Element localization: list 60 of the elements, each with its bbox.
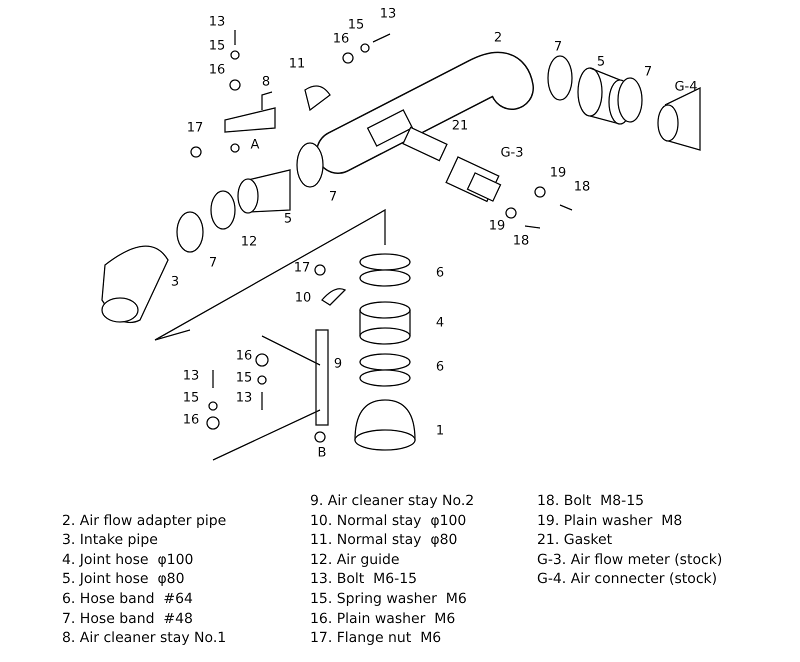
callout-number: 13 <box>182 370 200 382</box>
callout-number: 19 <box>550 166 566 180</box>
callout-number: 5 <box>596 56 606 68</box>
parts-list-item: 11. Normal stay φ80 <box>310 533 458 549</box>
callout-number: 5 <box>284 212 292 226</box>
callout-number: 18 <box>574 180 590 194</box>
parts-list-item: 13. Bolt M6-15 <box>310 572 418 588</box>
callout-number: 7 <box>644 66 652 78</box>
parts-list-item: 6. Hose band #64 <box>62 592 193 608</box>
callout-number: G-3 <box>500 146 524 160</box>
callout-number: G-4 <box>674 80 698 94</box>
parts-list-item: 19. Plain washer M8 <box>537 514 682 529</box>
callout-number: 18 <box>512 234 530 248</box>
callout-number: 11 <box>288 58 306 70</box>
callout-number: 9 <box>334 358 342 370</box>
callout-number: 13 <box>380 8 396 20</box>
callout-number: 21 <box>452 120 468 132</box>
callout-number: 7 <box>208 256 218 270</box>
callout-number: 15 <box>348 18 364 32</box>
parts-list-item: 10. Normal stay φ100 <box>310 514 466 529</box>
callout-number: 17 <box>186 122 204 134</box>
parts-list-item: 8. Air cleaner stay No.1 <box>62 631 226 647</box>
callout-number: B <box>318 446 326 460</box>
parts-list-item: G-4. Air connecter (stock) <box>537 572 718 588</box>
callout-number: 16 <box>182 414 200 426</box>
parts-list-item: 16. Plain washer M6 <box>310 612 456 627</box>
callout-number: 1 <box>436 424 444 438</box>
parts-list-item: 12. Air guide <box>310 552 400 568</box>
parts-list-item: G-3. Air flow meter (stock) <box>537 552 722 568</box>
callout-number: 13 <box>236 392 252 404</box>
parts-list-item: 4. Joint hose φ100 <box>62 552 194 568</box>
parts-list-item: 17. Flange nut M6 <box>310 631 442 647</box>
callout-number: 13 <box>208 16 226 28</box>
callout-number: 16 <box>208 64 226 76</box>
callout-number: 4 <box>436 316 444 330</box>
callout-number: 10 <box>294 292 312 304</box>
callout-number: 8 <box>262 76 270 88</box>
parts-list-item: 7. Hose band #48 <box>62 612 193 627</box>
callout-number: 16 <box>332 32 350 46</box>
callout-number: 15 <box>182 392 200 404</box>
parts-list-item: 18. Bolt M8-15 <box>537 494 644 510</box>
callout-number: 17 <box>294 262 310 274</box>
callout-number: 19 <box>488 220 506 232</box>
parts-list-item: 9. Air cleaner stay No.2 <box>310 494 474 510</box>
parts-list-item: 21. Gasket <box>537 533 612 549</box>
parts-list-item: 15. Spring washer M6 <box>310 592 467 608</box>
parts-list-item: 2. Air flow adapter pipe <box>62 514 226 529</box>
callout-number: A <box>250 138 260 152</box>
callout-number: 6 <box>436 360 444 374</box>
parts-list-item: 5. Joint hose φ80 <box>62 572 184 588</box>
parts-list-item: 3. Intake pipe <box>62 533 158 549</box>
callout-number: 2 <box>494 32 502 44</box>
callout-number: 3 <box>170 276 180 288</box>
callout-number: 15 <box>208 40 226 52</box>
callout-number: 7 <box>328 190 338 204</box>
callout-number: 12 <box>240 236 258 248</box>
callout-number: 6 <box>436 266 444 280</box>
callout-number: 16 <box>236 350 252 362</box>
callout-number: 15 <box>236 372 252 384</box>
callout-number: 7 <box>554 40 562 54</box>
